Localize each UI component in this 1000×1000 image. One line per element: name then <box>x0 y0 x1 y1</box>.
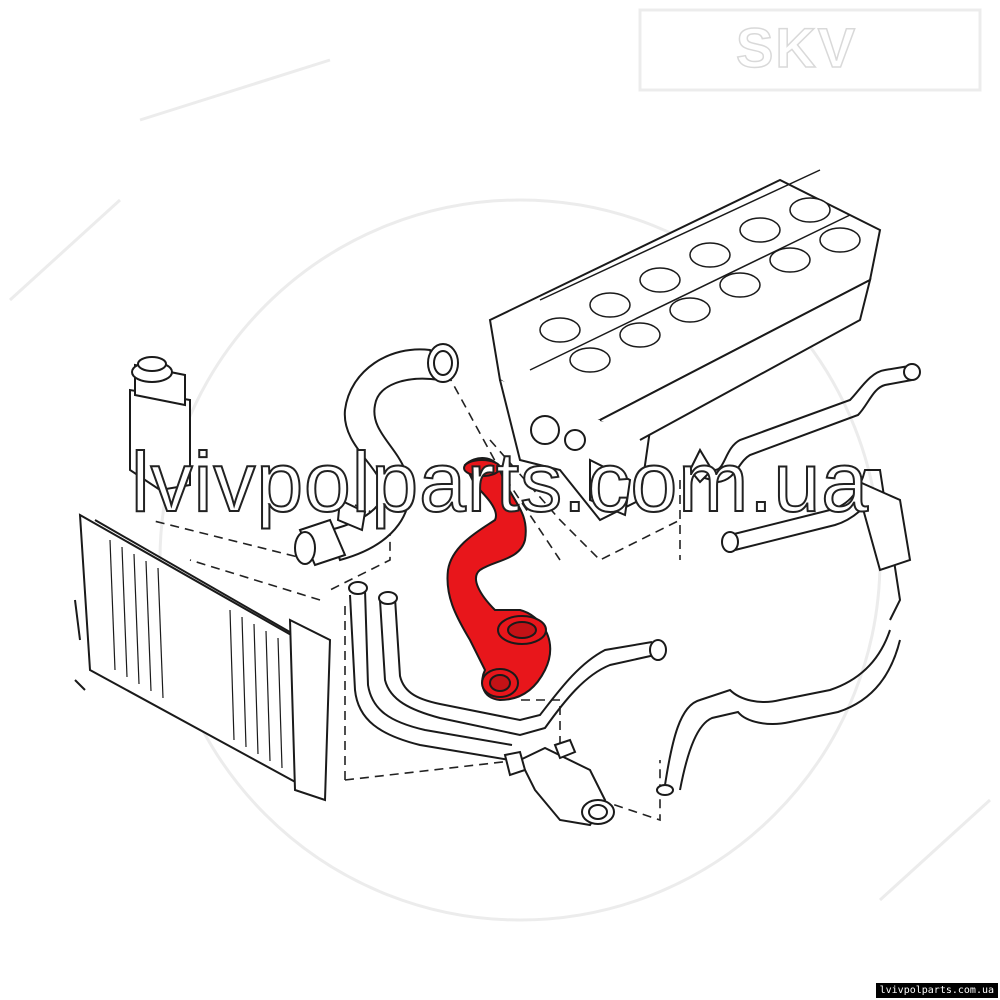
expansion-tank <box>129 356 191 492</box>
site-watermark: lvivpolparts.com.ua <box>130 435 869 529</box>
heater-hoses <box>656 363 921 796</box>
radiator <box>74 513 332 802</box>
engine-cylinder-head <box>488 169 882 522</box>
thermostat-housing <box>503 738 615 827</box>
upper-radiator-hose <box>294 343 459 567</box>
highlighted-coolant-hose <box>446 457 552 702</box>
corner-site-label: lvivpolparts.com.ua <box>875 983 998 998</box>
skv-logo-watermark: SKV <box>735 16 858 79</box>
lower-coolant-pipes <box>348 581 667 761</box>
